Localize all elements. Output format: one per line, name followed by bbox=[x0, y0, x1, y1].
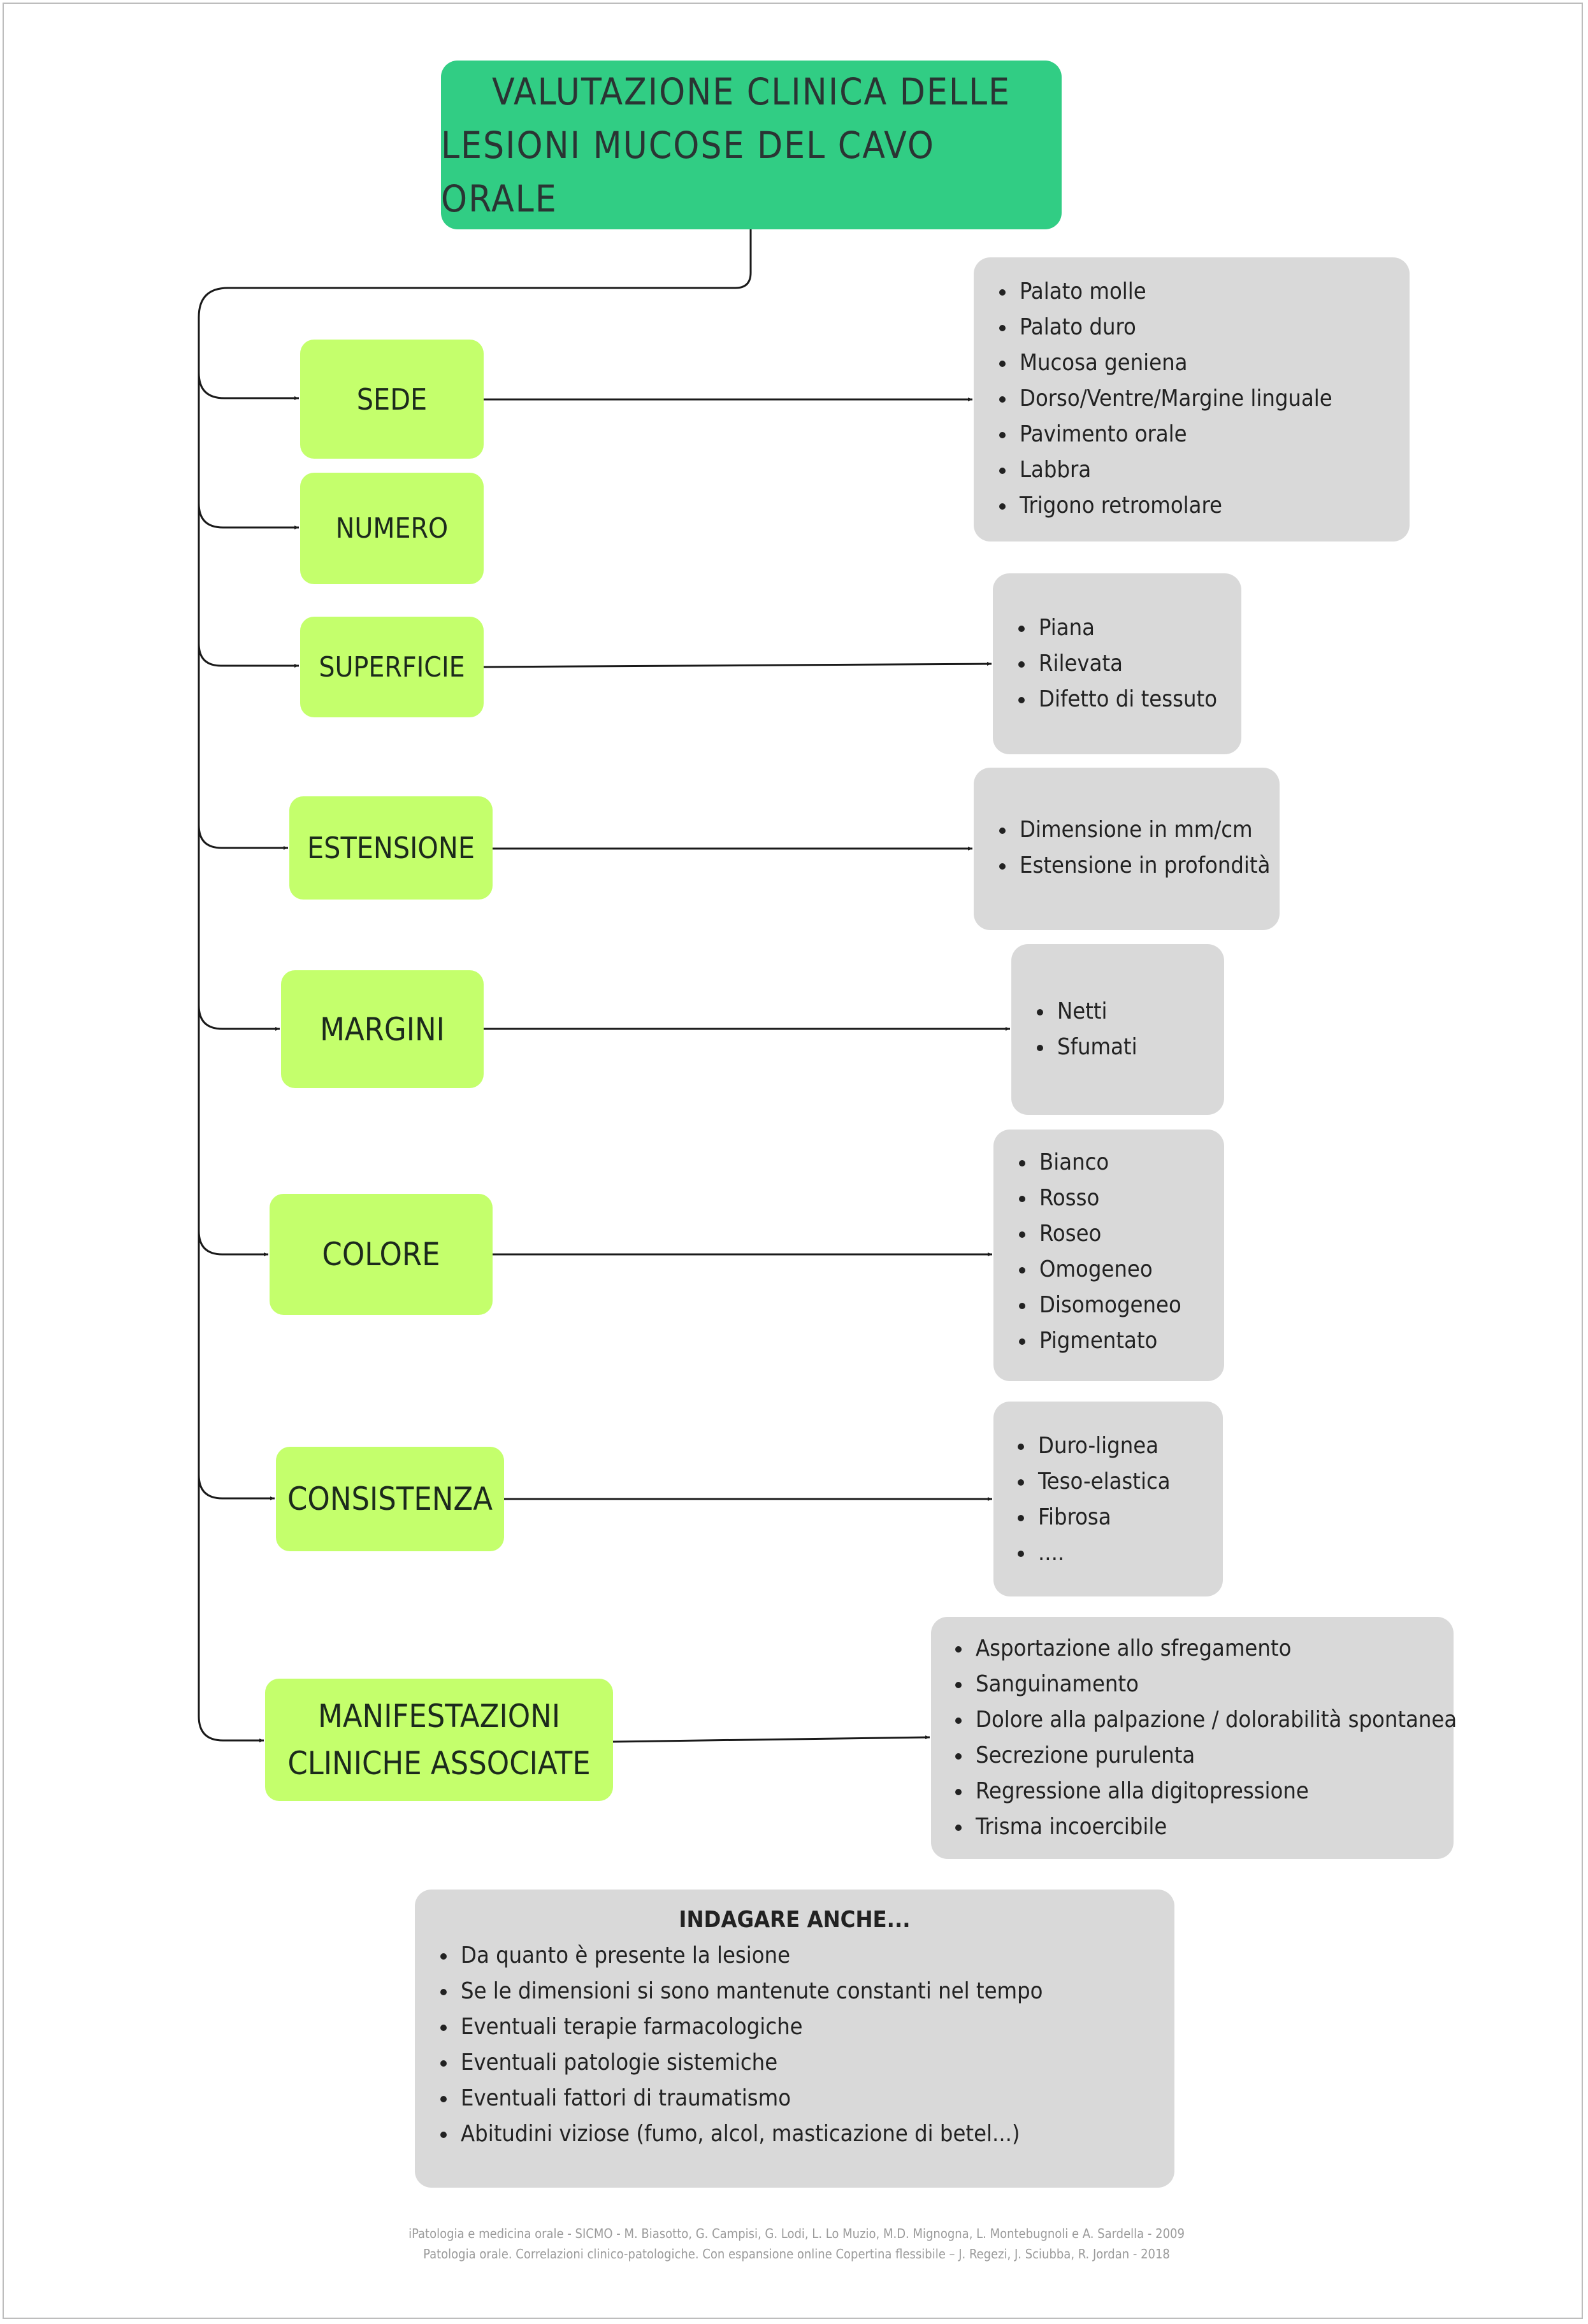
list-item: Mucosa geniena bbox=[997, 345, 1410, 381]
category-estensione: ESTENSIONE bbox=[289, 796, 493, 900]
list-item: Palato duro bbox=[997, 310, 1410, 345]
list-item: Trisma incoercibile bbox=[953, 1809, 1454, 1845]
link-manifestazioni bbox=[612, 1735, 930, 1743]
detail-list: Netti Sfumati bbox=[1034, 994, 1224, 1065]
list-item: Teso-elastica bbox=[1015, 1464, 1223, 1500]
indagare-anche-title: INDAGARE ANCHE... bbox=[679, 1907, 911, 1933]
list-item: Difetto di tessuto bbox=[1016, 682, 1241, 717]
list-item: Eventuali patologie sistemiche bbox=[438, 2045, 1174, 2081]
list-item: Eventuali fattori di traumatismo bbox=[438, 2081, 1174, 2116]
trunk-connector bbox=[198, 229, 752, 1742]
detail-list: Dimensione in mm/cm Estensione in profon… bbox=[997, 812, 1280, 884]
reference-line-1: iPatologia e medicina orale - SICMO - M.… bbox=[408, 2226, 1185, 2241]
references-footer: iPatologia e medicina orale - SICMO - M.… bbox=[370, 2223, 1223, 2264]
diagram-title-box: VALUTAZIONE CLINICA DELLE LESIONI MUCOSE… bbox=[441, 61, 1062, 229]
detail-box-estensione: Dimensione in mm/cm Estensione in profon… bbox=[974, 768, 1280, 930]
list-item: Asportazione allo sfregamento bbox=[953, 1631, 1454, 1667]
list-item: Trigono retromolare bbox=[997, 488, 1410, 524]
category-numero: NUMERO bbox=[300, 473, 484, 584]
detail-box-sede: Palato molle Palato duro Mucosa geniena … bbox=[974, 257, 1410, 542]
list-item: Pigmentato bbox=[1016, 1323, 1224, 1359]
category-label: COLORE bbox=[322, 1236, 440, 1273]
detail-list: Asportazione allo sfregamento Sanguiname… bbox=[953, 1631, 1457, 1845]
list-item: Regressione alla digitopressione bbox=[953, 1774, 1454, 1809]
list-item: Abitudini viziose (fumo, alcol, masticaz… bbox=[438, 2116, 1174, 2152]
list-item: Secrezione purulenta bbox=[953, 1738, 1454, 1774]
list-item: Bianco bbox=[1016, 1145, 1224, 1180]
branch-numero bbox=[198, 503, 299, 529]
page-frame bbox=[3, 3, 1583, 2319]
detail-list: Duro-lignea Teso-elastica Fibrosa .... bbox=[1015, 1428, 1223, 1571]
list-item: Palato molle bbox=[997, 274, 1410, 310]
title-line-2: LESIONI MUCOSE DEL CAVO ORALE bbox=[441, 123, 935, 220]
category-label-line-1: MANIFESTAZIONI bbox=[317, 1698, 561, 1735]
category-sede: SEDE bbox=[300, 340, 484, 459]
list-item: Labbra bbox=[997, 452, 1410, 488]
list-item: Pavimento orale bbox=[997, 417, 1410, 452]
detail-list: Da quanto è presente la lesione Se le di… bbox=[438, 1938, 1174, 2152]
category-label: ESTENSIONE bbox=[307, 831, 475, 865]
list-item: Rilevata bbox=[1016, 646, 1241, 682]
detail-box-margini: Netti Sfumati bbox=[1011, 944, 1224, 1115]
detail-box-manifestazioni: Asportazione allo sfregamento Sanguiname… bbox=[931, 1617, 1457, 1859]
reference-line-2: Patologia orale. Correlazioni clinico-pa… bbox=[423, 2246, 1170, 2262]
list-item: Estensione in profondità bbox=[997, 848, 1280, 884]
category-label: MARGINI bbox=[320, 1010, 445, 1048]
category-label: SUPERFICIE bbox=[319, 650, 465, 684]
list-item: Duro-lignea bbox=[1015, 1428, 1223, 1464]
list-item: Omogeneo bbox=[1016, 1252, 1224, 1288]
list-item: Dimensione in mm/cm bbox=[997, 812, 1280, 848]
title-line-1: VALUTAZIONE CLINICA DELLE bbox=[491, 69, 1011, 113]
detail-box-consistenza: Duro-lignea Teso-elastica Fibrosa .... bbox=[993, 1402, 1223, 1596]
category-manifestazioni-cliniche: MANIFESTAZIONI CLINICHE ASSOCIATE bbox=[265, 1679, 613, 1801]
category-label: NUMERO bbox=[335, 512, 449, 545]
branch-estensione bbox=[198, 824, 288, 850]
list-item: Roseo bbox=[1016, 1216, 1224, 1252]
category-label: CONSISTENZA bbox=[287, 1481, 493, 1517]
branch-colore bbox=[198, 1230, 268, 1256]
detail-box-superficie: Piana Rilevata Difetto di tessuto bbox=[993, 573, 1241, 754]
link-superficie bbox=[483, 662, 992, 668]
branch-consistenza bbox=[198, 1474, 275, 1500]
list-item: .... bbox=[1015, 1535, 1223, 1571]
category-colore: COLORE bbox=[270, 1194, 493, 1315]
list-item: Sfumati bbox=[1034, 1029, 1224, 1065]
list-item: Da quanto è presente la lesione bbox=[438, 1938, 1174, 1974]
detail-list: Bianco Rosso Roseo Omogeneo Disomogeneo … bbox=[1016, 1145, 1224, 1359]
category-label: SEDE bbox=[356, 382, 428, 417]
category-margini: MARGINI bbox=[281, 970, 484, 1088]
branch-margini bbox=[198, 1005, 280, 1031]
list-item: Dolore alla palpazione / dolorabilità sp… bbox=[953, 1702, 1457, 1738]
detail-list: Palato molle Palato duro Mucosa geniena … bbox=[997, 274, 1410, 524]
branch-superficie bbox=[198, 643, 299, 668]
category-label-line-2: CLINICHE ASSOCIATE bbox=[287, 1745, 591, 1782]
list-item: Piana bbox=[1016, 610, 1241, 646]
detail-list: Piana Rilevata Difetto di tessuto bbox=[1016, 610, 1241, 717]
indagare-anche-box: INDAGARE ANCHE... Da quanto è presente l… bbox=[415, 1890, 1174, 2188]
detail-box-colore: Bianco Rosso Roseo Omogeneo Disomogeneo … bbox=[993, 1130, 1224, 1381]
list-item: Sanguinamento bbox=[953, 1667, 1454, 1702]
list-item: Netti bbox=[1034, 994, 1224, 1029]
list-item: Eventuali terapie farmacologiche bbox=[438, 2009, 1174, 2045]
list-item: Dorso/Ventre/Margine linguale bbox=[997, 381, 1410, 417]
list-item: Se le dimensioni si sono mantenute const… bbox=[438, 1974, 1174, 2009]
list-item: Rosso bbox=[1016, 1180, 1224, 1216]
branch-sede bbox=[198, 372, 299, 400]
list-item: Fibrosa bbox=[1015, 1500, 1223, 1535]
list-item: Disomogeneo bbox=[1016, 1288, 1224, 1323]
category-consistenza: CONSISTENZA bbox=[276, 1447, 504, 1551]
category-superficie: SUPERFICIE bbox=[300, 617, 484, 717]
